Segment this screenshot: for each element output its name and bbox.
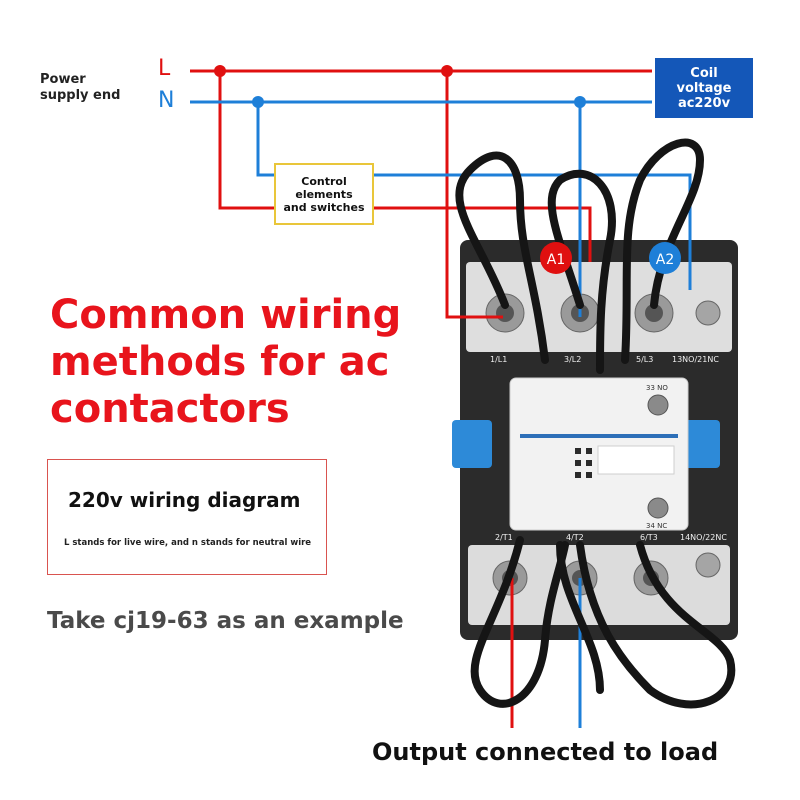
page-title: Common wiring methods for ac contactors (50, 292, 401, 433)
info-heading: 220v wiring diagram (68, 488, 301, 512)
terminal-label-4t2: 4/T2 (566, 533, 584, 542)
power-supply-label: Power supply end (40, 72, 120, 104)
terminal-label-34: 34 NC (646, 522, 667, 530)
terminal-label-aux-bottom: 14NO/22NC (680, 533, 727, 542)
coil-terminal-a2-label: A2 (656, 252, 674, 268)
output-caption: Output connected to load (372, 738, 719, 766)
terminal-label-3l2: 3/L2 (564, 355, 581, 364)
terminal-label-aux-top: 13NO/21NC (672, 355, 719, 364)
terminal-label-1l1: 1/L1 (490, 355, 507, 364)
contactor-body-icon (452, 240, 738, 640)
braided-cable-icon (455, 138, 736, 709)
coil-terminal-a1: A1 (540, 242, 572, 274)
control-elements-box: Control elements and switches (274, 163, 374, 225)
terminal-label-33: 33 NO (646, 384, 668, 392)
control-box-line-1: Control (301, 174, 347, 188)
coil-voltage-line-2: voltage (676, 80, 732, 96)
coil-voltage-line-1: Coil (690, 65, 718, 81)
coil-voltage-line-3: ac220v (677, 95, 731, 111)
live-line-letter: L (158, 56, 171, 81)
coil-terminal-a1-label: A1 (547, 252, 565, 268)
terminal-label-6t3: 6/T3 (640, 533, 658, 542)
terminal-label-2t1: 2/T1 (495, 533, 513, 542)
power-supply-label-line-1: Power (40, 72, 86, 87)
junction-dot-icon (214, 65, 586, 108)
control-box-line-3: and switches (283, 200, 365, 214)
terminal-label-5l3: 5/L3 (636, 355, 653, 364)
coil-voltage-box: Coil voltage ac220v (655, 58, 753, 118)
power-supply-label-line-2: supply end (40, 88, 121, 103)
title-line-2: methods for ac (50, 339, 390, 385)
neutral-line-letter: N (158, 88, 175, 113)
coil-terminal-a2: A2 (649, 242, 681, 274)
title-line-3: contactors (50, 386, 290, 432)
live-wire-network (190, 69, 652, 728)
info-box: 220v wiring diagram L stands for live wi… (47, 459, 327, 575)
title-line-1: Common wiring (50, 292, 402, 338)
info-note: L stands for live wire, and n stands for… (64, 538, 312, 548)
control-box-line-2: elements (295, 187, 353, 201)
example-caption: Take cj19-63 as an example (47, 608, 404, 634)
